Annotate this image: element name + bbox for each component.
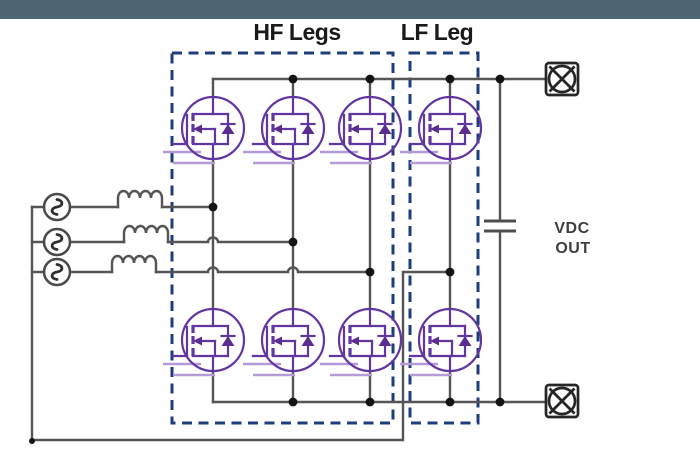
mosfet-hf-leg2-low: [241, 307, 326, 377]
hf-legs-boundary: [170, 51, 395, 425]
output-terminal-negative: [544, 383, 580, 419]
inductor-phase-b: [122, 224, 170, 244]
ac-source-phase-a: [42, 192, 72, 222]
ac-source-phase-c: [42, 257, 72, 287]
top-bar: [0, 0, 700, 19]
neutral-return-wire: [30, 205, 452, 442]
dc-link-capacitor: [484, 219, 516, 233]
mosfet-hf-leg1-low: [161, 307, 246, 377]
junction-dots: [208, 74, 505, 407]
lf-leg-label: LF Leg: [401, 19, 473, 45]
mosfet-hf-leg2-high: [241, 95, 326, 165]
mosfet-hf-leg1-high: [161, 95, 246, 165]
output-terminal-positive: [544, 61, 580, 97]
vdc-out-label-line2: OUT: [555, 240, 590, 257]
inductor-phase-c: [110, 254, 158, 274]
inductor-phase-a: [116, 189, 164, 209]
ac-source-phase-b: [42, 227, 72, 257]
hf-legs-label: HF Legs: [253, 19, 340, 45]
vdc-out-label-line1: VDC: [554, 220, 589, 237]
mosfet-hf-leg3-low: [318, 307, 403, 377]
phase-b-wire: [30, 236, 295, 244]
lf-leg-boundary: [408, 51, 480, 425]
mosfet-hf-leg3-high: [318, 95, 403, 165]
mosfet-lf-leg-low: [398, 307, 483, 377]
neutral-corner-node: [29, 438, 35, 444]
mosfet-lf-leg-high: [398, 95, 483, 165]
phase-c-wire: [30, 266, 372, 274]
